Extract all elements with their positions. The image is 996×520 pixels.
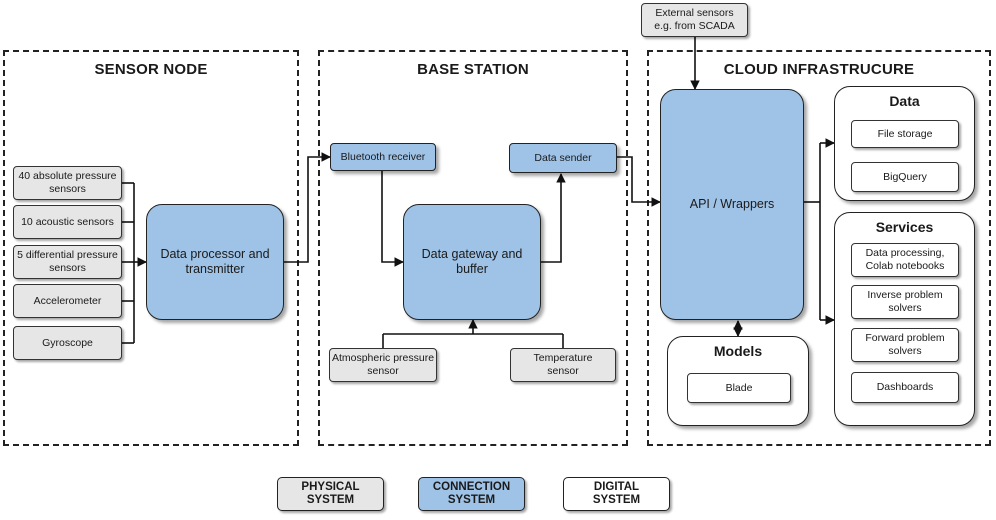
sensor-absolute-pressure: 40 absolute pressure sensors: [13, 166, 122, 200]
models-title: Models: [713, 343, 763, 359]
arrow-bluetooth-to-gateway: [381, 170, 404, 267]
api-wrappers: API / Wrappers: [660, 89, 804, 320]
sensor-acoustic: 10 acoustic sensors: [13, 205, 122, 239]
base-station-title: BASE STATION: [417, 61, 529, 78]
bluetooth-receiver: Bluetooth receiver: [330, 143, 436, 171]
data-title: Data: [889, 93, 920, 109]
external-sensors: External sensors e.g. from SCADA: [641, 3, 748, 37]
services-container: Services Data processing, Colab notebook…: [834, 212, 975, 426]
bigquery: BigQuery: [851, 162, 959, 192]
service-forward-solvers: Forward problem solvers: [851, 328, 959, 362]
file-storage: File storage: [851, 120, 959, 148]
service-dashboards: Dashboards: [851, 372, 959, 403]
arrow-gateway-to-sender: [541, 173, 566, 263]
cloud-infrastructure-title: CLOUD INFRASTRUCURE: [723, 61, 915, 78]
services-title: Services: [875, 219, 934, 235]
base-station-region: BASE STATION: [318, 50, 628, 446]
data-container: Data File storage BigQuery: [834, 86, 975, 201]
service-inverse-solvers: Inverse problem solvers: [851, 285, 959, 319]
sensor-gyroscope: Gyroscope: [13, 326, 122, 360]
sensor-differential-pressure: 5 differential pressure sensors: [13, 245, 122, 279]
legend-digital-system: DIGITAL SYSTEM: [563, 477, 670, 511]
arrow-processor-to-bluetooth: [284, 152, 331, 263]
sensor-accelerometer: Accelerometer: [13, 284, 122, 318]
temperature-sensor: Temperature sensor: [510, 348, 616, 382]
cloud-infrastructure-region: CLOUD INFRASTRUCURE: [647, 50, 991, 446]
sensor-node-title: SENSOR NODE: [94, 61, 208, 78]
models-container: Models Blade: [667, 336, 809, 426]
data-gateway-buffer: Data gateway and buffer: [403, 204, 541, 320]
atmospheric-pressure-sensor: Atmospheric pressure sensor: [329, 348, 437, 382]
arrow-sender-to-api: [617, 156, 661, 207]
data-processor-transmitter: Data processor and transmitter: [146, 204, 284, 320]
sensor-node-region: SENSOR NODE: [3, 50, 299, 446]
legend-connection-system: CONNECTION SYSTEM: [418, 477, 525, 511]
model-blade: Blade: [687, 373, 791, 403]
legend-physical-system: PHYSICAL SYSTEM: [277, 477, 384, 511]
data-sender: Data sender: [509, 143, 617, 173]
service-data-processing: Data processing, Colab notebooks: [851, 243, 959, 277]
